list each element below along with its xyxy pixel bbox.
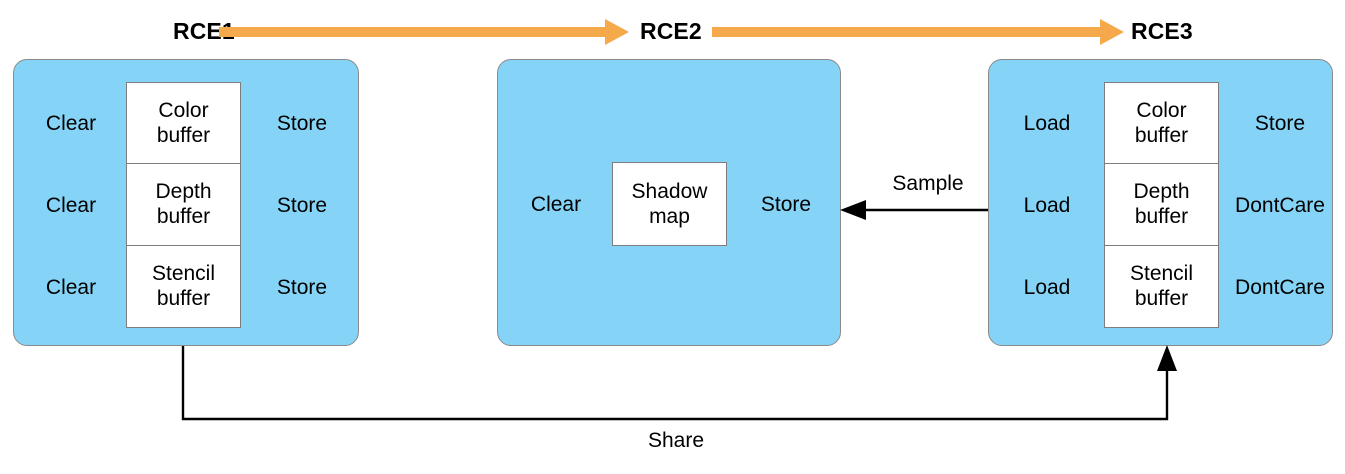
store-action-rce2-shadow-map: Store — [760, 193, 812, 216]
attachment-box-stencil-buffer: Stencil buffer — [1105, 245, 1218, 327]
store-action-rce3-color: Store — [1254, 112, 1306, 135]
attachment-box-stencil-buffer: Stencil buffer — [127, 245, 240, 327]
load-action-rce1-color: Clear — [45, 112, 97, 135]
attachment-box-depth-buffer: Depth buffer — [127, 164, 240, 246]
attachment-stack-rce1: Color buffer Depth buffer Stencil buffer — [126, 82, 241, 328]
load-action-rce3-color: Load — [1023, 112, 1071, 135]
load-action-rce1-stencil: Clear — [45, 276, 97, 299]
stage-label-rce2: RCE2 — [640, 18, 702, 44]
flow-arrow-rce1-to-rce2 — [219, 19, 629, 45]
store-action-rce1-depth: Store — [276, 194, 328, 217]
connector-label-sample: Sample — [892, 172, 964, 195]
attachment-box-color-buffer: Color buffer — [127, 83, 240, 165]
load-action-rce3-depth: Load — [1023, 194, 1071, 217]
store-action-rce1-stencil: Store — [276, 276, 328, 299]
attachment-box-shadow-map: Shadow map — [612, 162, 727, 246]
load-action-rce1-depth: Clear — [45, 194, 97, 217]
attachment-box-color-buffer: Color buffer — [1105, 83, 1218, 165]
store-action-rce3-depth: DontCare — [1235, 194, 1325, 217]
connector-sample — [840, 200, 988, 220]
store-action-rce3-stencil: DontCare — [1235, 276, 1325, 299]
load-action-rce3-stencil: Load — [1023, 276, 1071, 299]
flow-arrow-rce2-to-rce3 — [712, 19, 1124, 45]
attachment-box-depth-buffer: Depth buffer — [1105, 164, 1218, 246]
stage-label-rce3: RCE3 — [1131, 18, 1193, 44]
flow-arrow-2-svg — [712, 19, 1124, 45]
connector-share — [181, 345, 1177, 421]
store-action-rce1-color: Store — [276, 112, 328, 135]
load-action-rce2-shadow-map: Clear — [530, 193, 582, 216]
attachment-stack-rce3: Color buffer Depth buffer Stencil buffer — [1104, 82, 1219, 328]
connector-label-share: Share — [647, 429, 705, 452]
flow-arrow-1-svg — [219, 19, 629, 45]
